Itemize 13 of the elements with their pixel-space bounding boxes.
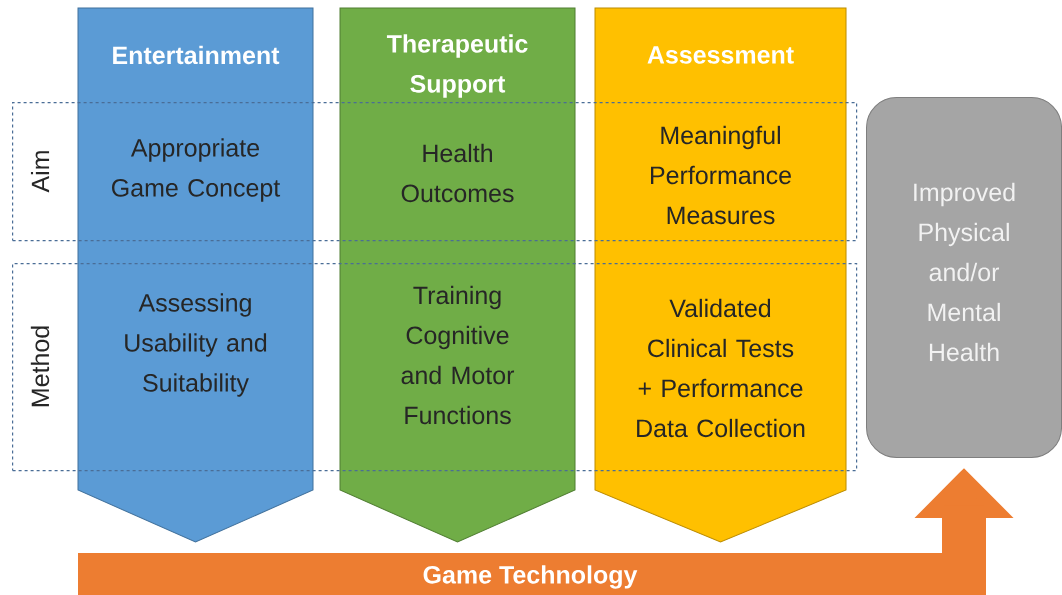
edge-label: Game Technology [423,565,638,589]
cell-text: Training Cognitive and Motor Functions [401,285,515,425]
cell-text: Health Outcomes [401,143,514,203]
cell-text: Validated Clinical Tests + Performance Data Collection [637,298,805,438]
column-heading: Assessment [647,46,794,64]
cell-text: Appropriate Game Concept [112,138,281,202]
box-text: Improved Physical and/or Mental Health [914,182,1015,362]
band-label: Method [30,326,50,407]
column-heading: Therapeutic Support [386,34,528,98]
band-label: Aim [30,151,50,193]
cell-text: Assessing Usability and Suitability [125,293,267,397]
column-heading: Entertainment [113,45,280,65]
cell-text: Meaningful Performance Measures [651,125,791,225]
